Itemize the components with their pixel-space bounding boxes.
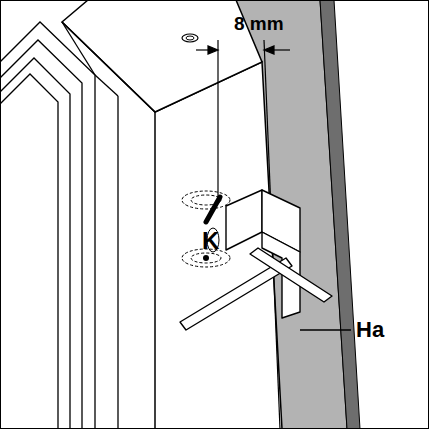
cabinet-top — [62, 0, 262, 112]
screw — [203, 197, 220, 261]
cabinet-edge — [62, 22, 155, 112]
dimension-label: 8 mm — [234, 14, 284, 33]
spacer-tool — [180, 248, 332, 330]
part-label: Ha — [356, 319, 384, 341]
rotation-marks — [182, 191, 230, 267]
door — [0, 22, 118, 429]
hole — [186, 36, 194, 40]
hole — [182, 34, 198, 42]
leader-line — [300, 329, 351, 330]
part-label: K — [202, 229, 219, 253]
wall-edge — [320, 0, 360, 429]
